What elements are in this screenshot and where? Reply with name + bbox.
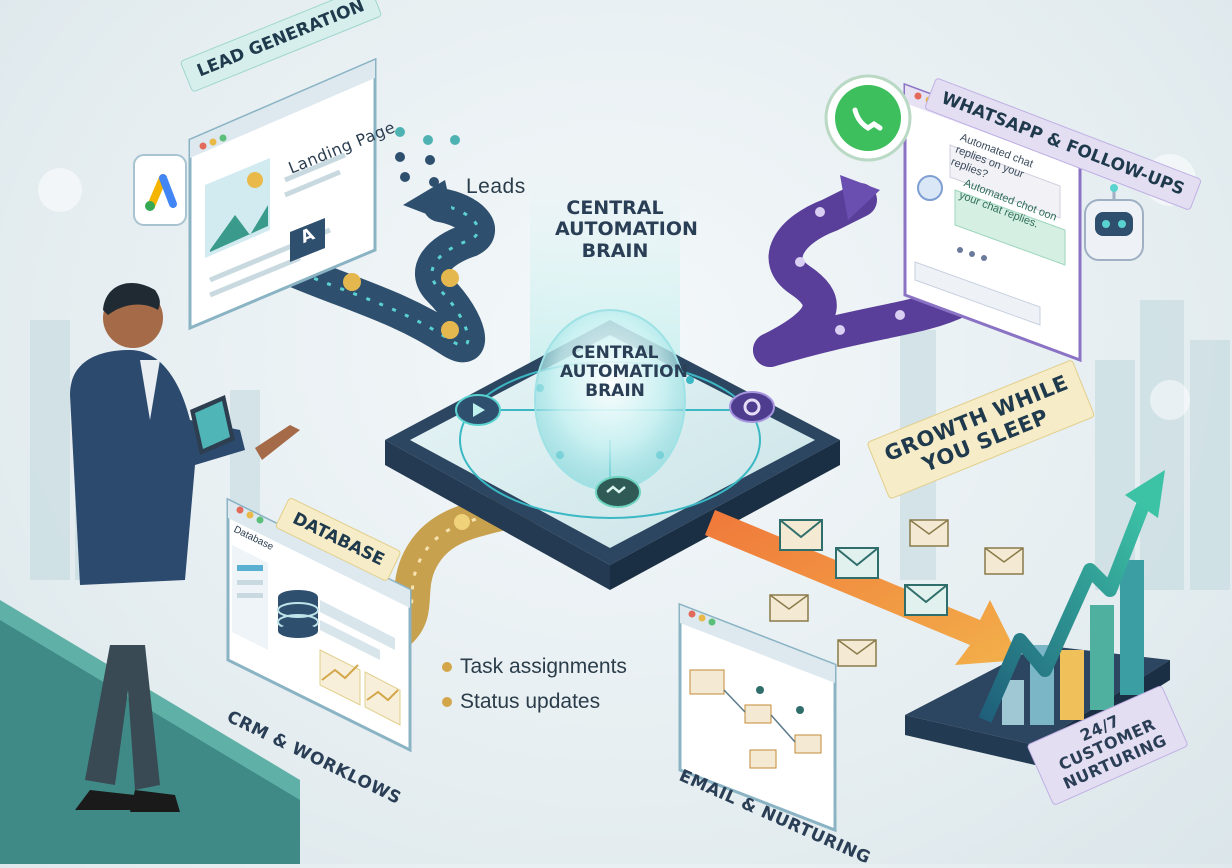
- leads-label: Leads: [466, 175, 526, 198]
- task-assignments-item: Task assignments: [442, 655, 627, 679]
- central-automation-brain-title: CENTRAL AUTOMATION BRAIN: [555, 197, 698, 262]
- businessman: [70, 282, 300, 812]
- bullet-dot: [442, 697, 452, 707]
- leads-arrowhead: [403, 180, 455, 225]
- lead-dots: [395, 127, 460, 187]
- email-window: [678, 602, 837, 833]
- handshake-icon: [595, 476, 641, 508]
- central-automation-brain-dome: CENTRAL AUTOMATION BRAIN: [560, 343, 688, 402]
- leads-path: [233, 188, 495, 362]
- envelope-icon: [769, 519, 1024, 667]
- landing-page-window: [188, 57, 377, 331]
- growth-bars: [1002, 560, 1144, 725]
- robot-icon: [1084, 184, 1144, 261]
- google-ads-icon: [133, 154, 187, 226]
- database-icon: [277, 590, 319, 638]
- whatsapp-arrowhead: [840, 175, 880, 220]
- growth-arrow: [978, 497, 1152, 723]
- central-platform: [385, 309, 840, 590]
- task-assignments-text: Task assignments: [460, 655, 627, 678]
- whatsapp-icon: [824, 74, 912, 162]
- crm-window: [226, 497, 412, 753]
- play-icon: [455, 394, 501, 426]
- status-updates-text: Status updates: [460, 690, 601, 713]
- status-updates-item: Status updates: [442, 690, 600, 714]
- bullet-dot: [442, 662, 452, 672]
- gear-icon: [729, 391, 775, 423]
